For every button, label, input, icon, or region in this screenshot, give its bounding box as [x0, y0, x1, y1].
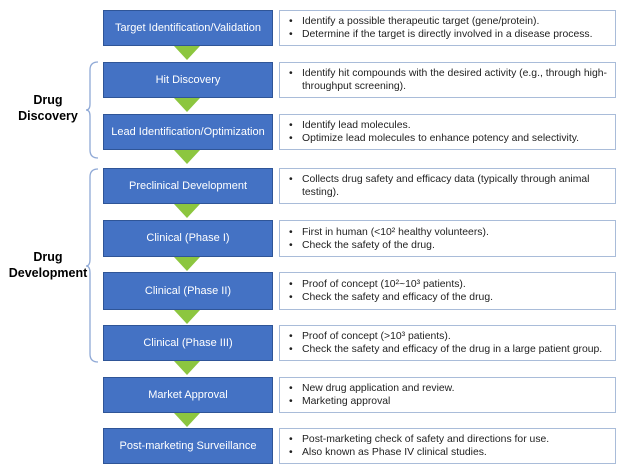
flow-arrow-down-icon	[174, 361, 200, 375]
stage-clinical-phase-1: Clinical (Phase I)	[103, 220, 273, 257]
stage-post-marketing: Post-marketing Surveillance	[103, 428, 273, 464]
stage-hit-discovery: Hit Discovery	[103, 62, 273, 98]
bracket-development	[86, 168, 99, 363]
group-label-development: Drug Development	[6, 249, 90, 281]
desc-clinical-phase-2: Proof of concept (10²~10³ patients). Che…	[279, 272, 616, 310]
stage-preclinical: Preclinical Development	[103, 168, 273, 204]
desc-clinical-phase-1: First in human (<10² healthy volunteers)…	[279, 220, 616, 257]
group-label-development-line1: Drug	[33, 250, 63, 264]
desc-bullet: First in human (<10² healthy volunteers)…	[286, 226, 609, 239]
group-label-discovery-line1: Drug	[33, 93, 63, 107]
stage-title: Preclinical Development	[129, 179, 247, 192]
desc-bullet: Collects drug safety and efficacy data (…	[286, 173, 609, 199]
stage-title: Hit Discovery	[155, 73, 221, 86]
desc-preclinical: Collects drug safety and efficacy data (…	[279, 168, 616, 204]
flow-arrow-down-icon	[174, 310, 200, 324]
stage-market-approval: Market Approval	[103, 377, 273, 413]
desc-bullet: Check the safety of the drug.	[286, 239, 609, 252]
stage-title: Market Approval	[148, 388, 228, 401]
group-label-discovery: Drug Discovery	[6, 92, 90, 124]
flow-arrow-down-icon	[174, 98, 200, 112]
stage-title: Clinical (Phase II)	[144, 284, 232, 297]
flow-arrow-down-icon	[174, 413, 200, 427]
stage-title: Target Identification/Validation	[115, 21, 261, 34]
flow-arrow-down-icon	[174, 150, 200, 164]
desc-clinical-phase-3: Proof of concept (>10³ patients). Check …	[279, 325, 616, 361]
bracket-discovery	[86, 61, 99, 159]
stage-title: Lead Identification/Optimization	[111, 125, 265, 138]
desc-bullet: Proof of concept (>10³ patients).	[286, 330, 609, 343]
group-label-development-line2: Development	[8, 266, 88, 280]
stage-clinical-phase-2: Clinical (Phase II)	[103, 272, 273, 310]
desc-bullet: Determine if the target is directly invo…	[286, 28, 609, 41]
group-label-discovery-line2: Discovery	[18, 109, 78, 123]
stage-title: Post-marketing Surveillance	[119, 439, 257, 452]
desc-bullet: New drug application and review.	[286, 382, 609, 395]
desc-bullet: Proof of concept (10²~10³ patients).	[286, 278, 609, 291]
desc-target-identification: Identify a possible therapeutic target (…	[279, 10, 616, 46]
desc-bullet: Identify lead molecules.	[286, 119, 609, 132]
desc-bullet: Marketing approval	[286, 395, 609, 408]
desc-bullet: Identify a possible therapeutic target (…	[286, 15, 609, 28]
desc-bullet: Optimize lead molecules to enhance poten…	[286, 132, 609, 145]
desc-hit-discovery: Identify hit compounds with the desired …	[279, 62, 616, 98]
desc-bullet: Identify hit compounds with the desired …	[286, 67, 609, 93]
desc-bullet: Check the safety and efficacy of the dru…	[286, 343, 609, 356]
desc-bullet: Post-marketing check of safety and direc…	[286, 433, 609, 446]
stage-title: Clinical (Phase I)	[146, 232, 230, 244]
desc-bullet: Also known as Phase IV clinical studies.	[286, 446, 609, 459]
stage-title: Clinical (Phase III)	[143, 336, 233, 349]
flow-arrow-down-icon	[174, 204, 200, 218]
stage-lead-identification: Lead Identification/Optimization	[103, 114, 273, 150]
flow-arrow-down-icon	[174, 257, 200, 271]
flow-arrow-down-icon	[174, 46, 200, 60]
stage-target-identification: Target Identification/Validation	[103, 10, 273, 46]
desc-lead-identification: Identify lead molecules. Optimize lead m…	[279, 114, 616, 150]
desc-bullet: Check the safety and efficacy of the dru…	[286, 291, 609, 304]
stage-clinical-phase-3: Clinical (Phase III)	[103, 325, 273, 361]
desc-market-approval: New drug application and review. Marketi…	[279, 377, 616, 413]
desc-post-marketing: Post-marketing check of safety and direc…	[279, 428, 616, 464]
